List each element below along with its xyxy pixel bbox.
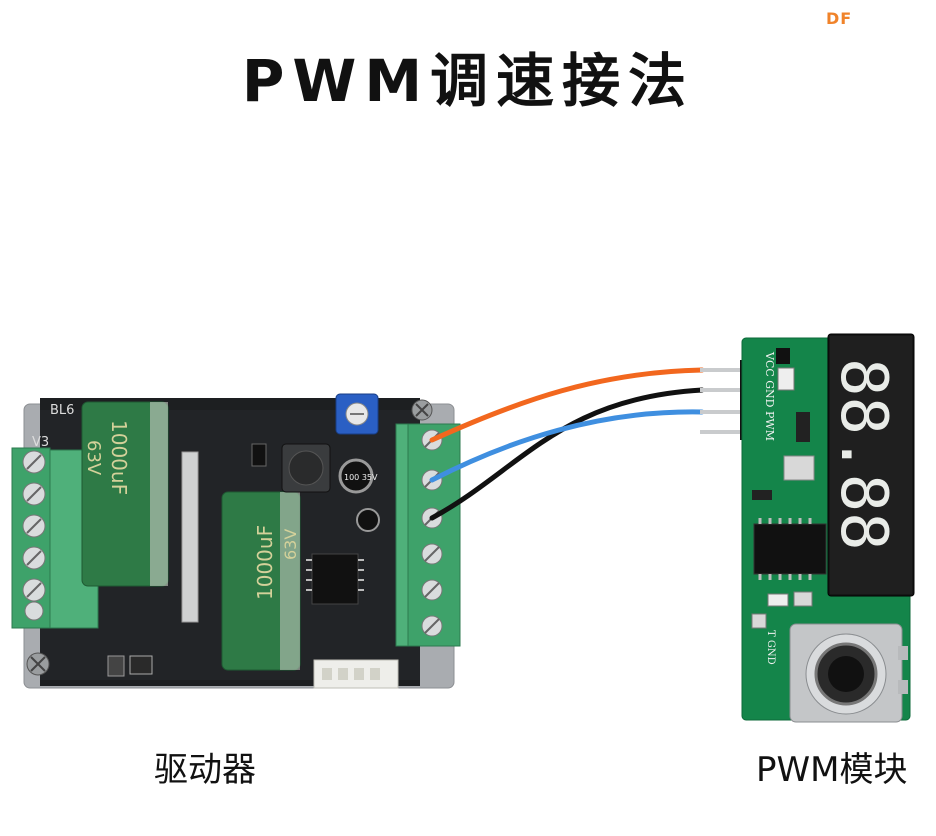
bottom-pin-labels: T GND: [765, 630, 776, 665]
cap-mid-value: 1000uF: [253, 525, 277, 600]
driver-board: BL6 V3 1000uF 63V 1000uF 63V: [11, 393, 461, 689]
cap-left-value: 1000uF: [107, 420, 131, 495]
small-cap-label: 100 35V: [344, 473, 378, 482]
pwm-module-board: VCC GND PWM T GND 88.88: [700, 333, 915, 723]
watermark-logo: DF: [826, 9, 853, 28]
driver-caption: 驱动器: [154, 750, 256, 790]
seven-seg-display: 88.88: [826, 358, 900, 551]
cap-mid-voltage: 63V: [281, 529, 300, 560]
driver-model-label: BL6: [50, 403, 74, 418]
wire-gnd: [429, 387, 705, 521]
wire-vcc: [429, 367, 705, 443]
cap-left-voltage: 63V: [83, 440, 104, 476]
wire-pwm: [429, 409, 705, 483]
pwm-module-caption: PWM模块: [756, 750, 908, 790]
driver-rev-label: V3: [32, 435, 49, 450]
page-title: PWM调速接法: [241, 47, 695, 115]
wires: [429, 367, 705, 521]
header-pin-labels: VCC GND PWM: [763, 351, 776, 441]
